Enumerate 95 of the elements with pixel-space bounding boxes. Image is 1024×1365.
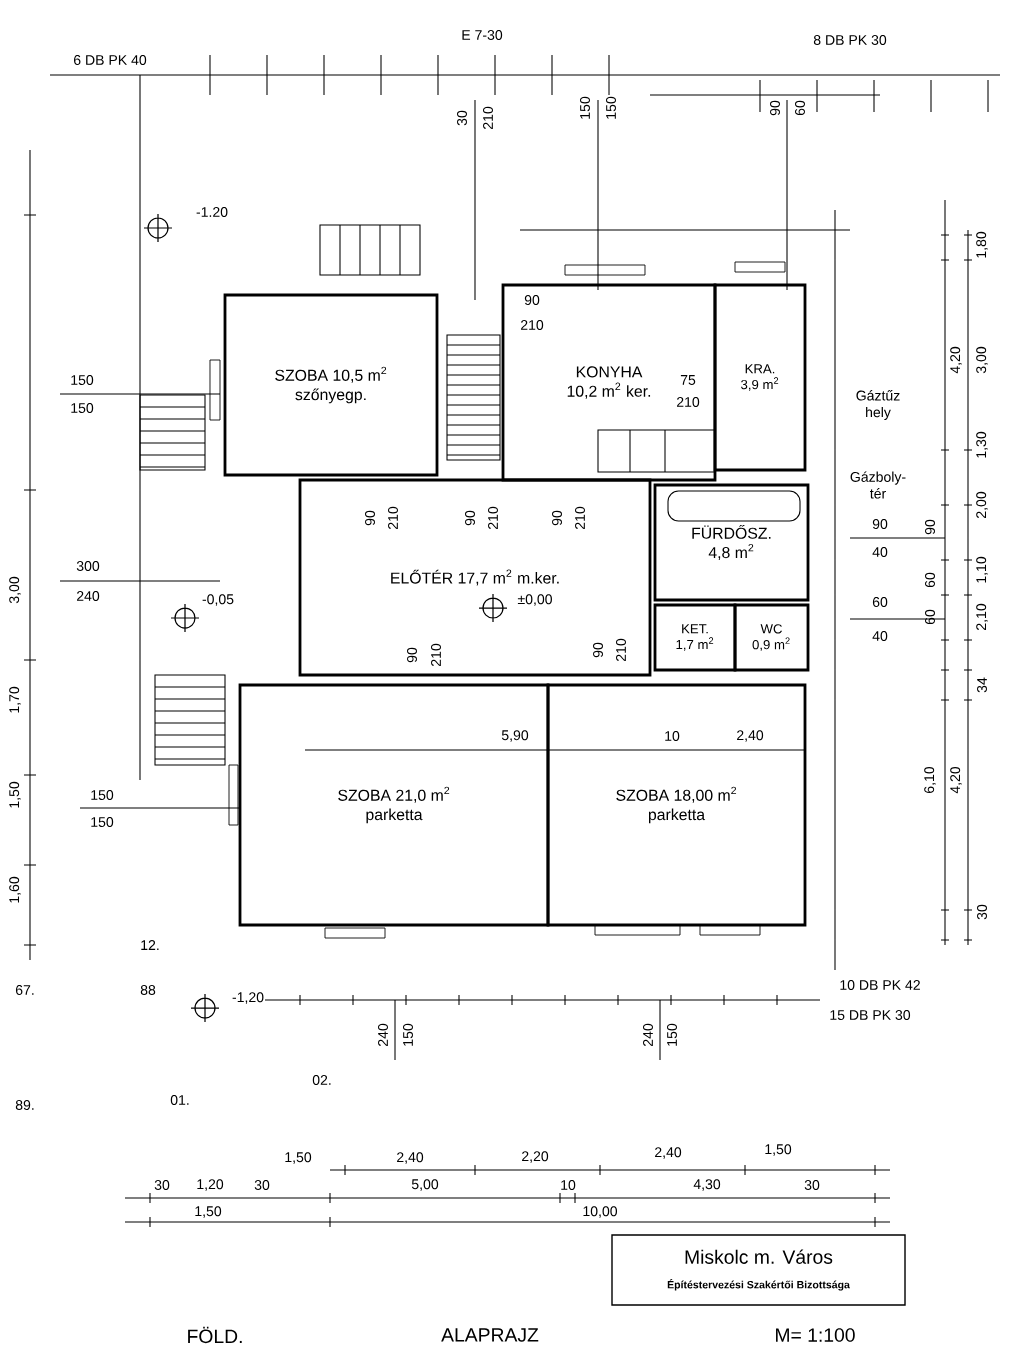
dimension-label: 1,50 — [285, 1152, 312, 1164]
dimension-label: 1,50 — [195, 1206, 222, 1218]
dimension-label: 4,20 — [950, 346, 962, 374]
dimension-label: 1,80 — [976, 231, 988, 258]
dimension-label: 90 — [872, 519, 888, 529]
parcel-number: 67. — [15, 985, 34, 995]
dimension-label: 150 — [71, 403, 94, 413]
dimension-label: 90 — [593, 642, 603, 658]
dimension-label: 5,00 — [411, 1179, 439, 1191]
parcel-number: 88 — [140, 985, 156, 995]
parcel-number: 12. — [141, 940, 159, 950]
dimension-label: 40 — [872, 631, 888, 641]
dimension-label: 90 — [365, 510, 375, 526]
dimension-label: 150 — [667, 1023, 677, 1046]
dimension-label: 90 — [407, 647, 417, 663]
dimension-label: 2,40 — [655, 1147, 682, 1159]
dimension-label: 10 — [561, 1180, 576, 1190]
dimension-label: 6,10 — [924, 766, 936, 793]
dimension-label: 240 — [643, 1023, 653, 1046]
note-text: 15 DB PK 30 — [830, 1010, 911, 1020]
dimension-label: 2,10 — [976, 603, 988, 630]
dimension-label: 5,90 — [501, 730, 529, 742]
dimension-label: 1,10 — [976, 556, 988, 583]
dimension-label: 3,00 — [976, 346, 988, 374]
dimension-label: 4,30 — [693, 1179, 721, 1191]
note-text: 8 DB PK 30 — [813, 35, 887, 45]
level-label: -0,05 — [202, 594, 234, 606]
handwritten-note: Gázboly-tér — [850, 471, 906, 499]
parcel-number: 01. — [170, 1095, 189, 1105]
level-label: -1.20 — [196, 207, 228, 217]
dimension-label: 150 — [71, 375, 94, 385]
dimension-label: 150 — [91, 817, 114, 827]
parcel-number: 02. — [312, 1075, 331, 1085]
dimension-label: 2,00 — [976, 491, 988, 518]
dimension-label: 30 — [457, 110, 467, 126]
dimension-label: 30 — [154, 1180, 170, 1190]
dimension-label: 1,50 — [765, 1144, 792, 1156]
dimension-label: 34 — [977, 677, 987, 693]
dimension-label: 210 — [575, 506, 585, 529]
dimension-label: 3,00 — [9, 576, 21, 604]
dimension-label: 1,70 — [9, 686, 21, 713]
dimension-label: 30 — [804, 1180, 820, 1190]
dimension-label: 90 — [552, 510, 562, 526]
room: WC 0,9 m$^{2}$ — [733, 603, 810, 672]
dimension-label: 210 — [521, 320, 544, 330]
room: SZOBA 10,5 m$^{2}$ szőnyegp. — [223, 293, 439, 477]
dimension-label: 40 — [872, 547, 888, 557]
dimension-label: 30 — [254, 1180, 270, 1190]
dimension-label: 75 — [680, 375, 696, 385]
handwritten-note: Gáztűz hely — [856, 390, 900, 420]
title-text: FÖLD. — [188, 1326, 242, 1344]
title-text: ALAPRAJZ — [441, 1328, 539, 1342]
room: FÜRDŐSZ. 4,8 m$^{2}$ — [653, 483, 810, 602]
dimension-label: 4,20 — [950, 766, 962, 794]
dimension-label: 2,40 — [397, 1152, 424, 1164]
title-text: M= 1:100 — [776, 1328, 855, 1342]
dimension-label: 150 — [580, 96, 590, 119]
dimension-label: 2,20 — [522, 1151, 549, 1163]
dimension-label: 300 — [76, 561, 100, 571]
dimension-label: 60 — [795, 100, 805, 116]
note-text: 10 DB PK 42 — [840, 980, 920, 990]
dimension-label: 150 — [91, 790, 114, 800]
dimension-label: 210 — [388, 506, 398, 529]
dimension-label: 10,00 — [583, 1206, 618, 1218]
dimension-label: 210 — [616, 638, 626, 661]
note-text: 6 DB PK 40 — [74, 55, 147, 65]
dimension-label: 1,50 — [9, 781, 21, 808]
level-label: ±0,00 — [517, 594, 552, 606]
parcel-number: 89. — [15, 1100, 34, 1110]
stamp-box: Miskolc m. Város Építéstervezési Szakértői Bizottsága — [611, 1234, 906, 1306]
dimension-label: 90 — [524, 295, 540, 305]
dimension-label: 240 — [77, 591, 100, 601]
dimension-label: 210 — [431, 643, 441, 666]
dimension-label: 90 — [925, 519, 935, 535]
dimension-label: 210 — [488, 506, 498, 529]
dimension-label: 1,60 — [9, 876, 21, 903]
dimension-label: 60 — [925, 572, 935, 588]
dimension-label: 2,40 — [737, 730, 764, 742]
dimension-label: 1,20 — [197, 1179, 224, 1191]
dimension-label: 90 — [770, 100, 780, 116]
dimension-label: 60 — [872, 597, 888, 607]
dimension-label: 210 — [483, 106, 493, 129]
dimension-label: 60 — [925, 609, 935, 625]
dimension-label: 30 — [977, 904, 987, 920]
note-text: E 7-30 — [462, 30, 503, 40]
dimension-label: 210 — [677, 397, 700, 407]
dimension-label: 90 — [465, 510, 475, 526]
level-label: -1,20 — [232, 992, 264, 1004]
room: KRA. 3,9 m$^{2}$ — [713, 283, 807, 472]
dimension-label: 150 — [606, 96, 616, 119]
dimension-label: 240 — [378, 1023, 388, 1046]
dimension-label: 150 — [403, 1023, 413, 1046]
dimension-label: 1,30 — [976, 431, 988, 458]
room: KET. 1,7 m$^{2}$ — [653, 603, 737, 672]
dimension-label: 10 — [665, 731, 680, 741]
